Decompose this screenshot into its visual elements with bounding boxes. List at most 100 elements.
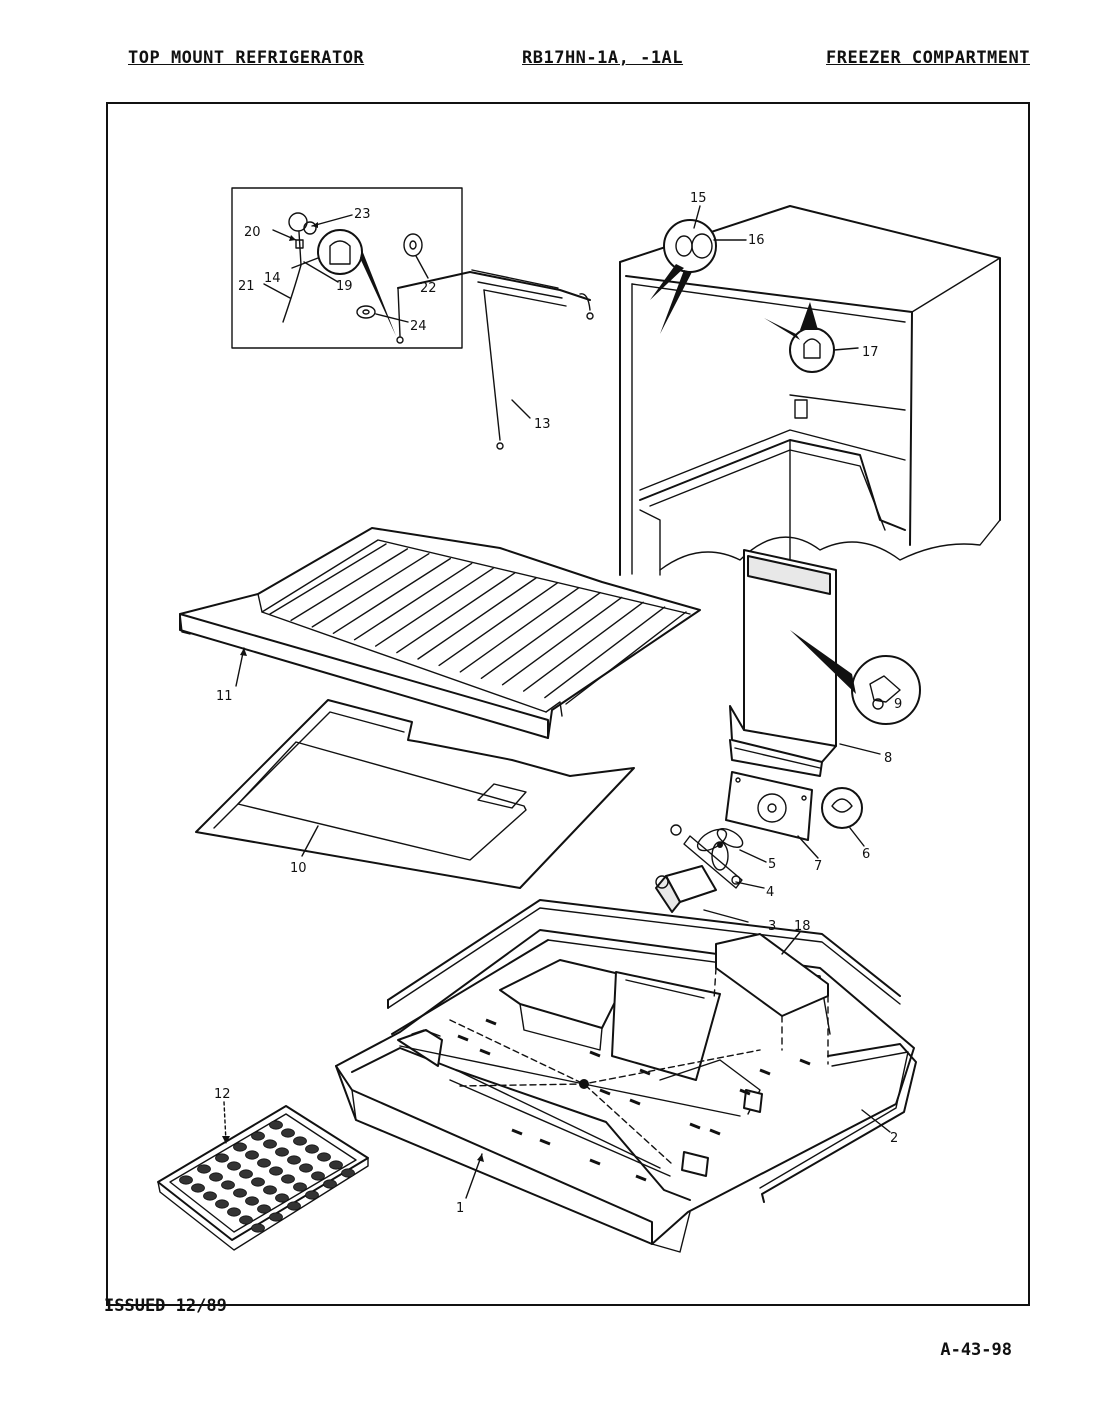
floor-mark: [739, 1088, 751, 1096]
callout-13: 13: [534, 417, 551, 432]
ice-cube-cell: [305, 1190, 319, 1200]
ice-cube-cell: [269, 1212, 283, 1222]
header-model-number: RB17HN-1A, -1AL: [522, 48, 684, 68]
page-code: A-43-98: [940, 1340, 1012, 1360]
ice-cube-cell: [293, 1136, 307, 1146]
ice-cube-cell: [197, 1164, 211, 1174]
ice-cube-cell: [275, 1147, 289, 1157]
ice-cube-cell: [239, 1215, 253, 1225]
freezer-cabinet: [619, 205, 1001, 576]
wire-shelf-11: [179, 527, 701, 739]
cover-18: [713, 933, 829, 1065]
detail-inset: [231, 187, 463, 349]
floor-mark: [589, 1158, 601, 1166]
callout-24: 24: [410, 319, 427, 334]
ice-cube-cell: [275, 1193, 289, 1203]
callout-1: 1: [456, 1201, 464, 1216]
callout-14: 14: [264, 271, 281, 286]
ice-tray-12: [157, 1105, 369, 1251]
callout-2: 2: [890, 1131, 898, 1146]
callout-3: 3: [768, 919, 776, 934]
ice-cube-cell: [233, 1188, 247, 1198]
issued-date: ISSUED 12/89: [104, 1296, 227, 1316]
detail-bubble-9: [790, 630, 921, 725]
detail-bubble-15-16: [650, 219, 717, 334]
ice-cube-cell: [323, 1179, 337, 1189]
detail-bubble-17: [764, 302, 835, 373]
ice-cube-cell: [263, 1139, 277, 1149]
detail-bubble-14: [317, 229, 396, 336]
callout-22: 22: [420, 281, 437, 296]
ice-cube-cell: [191, 1183, 205, 1193]
callout-8: 8: [884, 751, 892, 766]
floor-mark: [709, 1128, 721, 1136]
shelf-cover-10: [195, 699, 635, 889]
ice-cube-cell: [311, 1171, 325, 1181]
freezer-floor-1: [335, 929, 915, 1253]
trim-strip-2: [387, 899, 917, 1203]
floor-mark: [589, 1050, 601, 1058]
callout-20: 20: [244, 225, 261, 240]
ice-cube-cell: [269, 1166, 283, 1176]
ice-cube-cell: [287, 1155, 301, 1165]
floor-mark: [457, 1034, 469, 1042]
floor-mark: [759, 1068, 771, 1076]
callout-15: 15: [690, 191, 707, 206]
ice-cube-cell: [317, 1152, 331, 1162]
floor-mark: [689, 1122, 701, 1130]
fan-blade-5: [670, 824, 744, 871]
ice-cube-cell: [269, 1120, 283, 1130]
ice-cube-cell: [293, 1182, 307, 1192]
callout-6: 6: [862, 847, 870, 862]
callout-16: 16: [748, 233, 765, 248]
ice-cube-cell: [227, 1207, 241, 1217]
callout-7: 7: [814, 859, 822, 874]
callout-18: 18: [794, 919, 811, 934]
callout-19: 19: [336, 279, 353, 294]
header-section-name: FREEZER COMPARTMENT: [826, 48, 1030, 68]
callout-11: 11: [216, 689, 233, 704]
floor-mark: [511, 1128, 523, 1136]
ice-cube-cell: [209, 1172, 223, 1182]
shelf-bracket-13: [396, 269, 594, 450]
leader-lines: [222, 205, 891, 1199]
callout-10: 10: [290, 861, 307, 876]
header-title: TOP MOUNT REFRIGERATOR: [128, 48, 365, 68]
callout-4: 4: [766, 885, 774, 900]
floor-mark: [539, 1138, 551, 1146]
callout-labels: 1 2 3 4 5 6 7 8 9 10 11 12 13 14 15 16 1…: [214, 191, 902, 1216]
ice-cube-cell: [179, 1175, 193, 1185]
floor-mark: [485, 1018, 497, 1026]
callout-23: 23: [354, 207, 371, 222]
diagram-frame: [106, 102, 1030, 1306]
ice-cube-cell: [215, 1199, 229, 1209]
ice-cube-cell: [251, 1177, 265, 1187]
ice-cube-cell: [281, 1128, 295, 1138]
callout-21: 21: [238, 279, 255, 294]
floor-mark: [629, 1098, 641, 1106]
ice-cube-cell: [341, 1168, 355, 1178]
callout-9: 9: [894, 697, 902, 712]
ice-cube-cell: [251, 1223, 265, 1233]
floor-mark: [639, 1068, 651, 1076]
callout-12: 12: [214, 1087, 231, 1102]
callout-5: 5: [768, 857, 776, 872]
fan-motor-3-4: [655, 835, 743, 913]
ice-cube-cell: [299, 1163, 313, 1173]
air-duct-8: [729, 549, 837, 777]
ice-cube-cell: [257, 1204, 271, 1214]
ice-cube-cell: [227, 1161, 241, 1171]
ice-cube-cell: [257, 1158, 271, 1168]
ice-cube-cell: [281, 1174, 295, 1184]
floor-mark: [799, 1058, 811, 1066]
ice-cube-cell: [263, 1185, 277, 1195]
ice-cube-cell: [251, 1131, 265, 1141]
floor-mark: [635, 1174, 647, 1182]
fan-bracket-7: [725, 771, 813, 841]
callout-17: 17: [862, 345, 879, 360]
ice-cube-cell: [329, 1160, 343, 1170]
ice-cube-cell: [233, 1142, 247, 1152]
ice-cube-cell: [203, 1191, 217, 1201]
ice-cube-cell: [245, 1150, 259, 1160]
